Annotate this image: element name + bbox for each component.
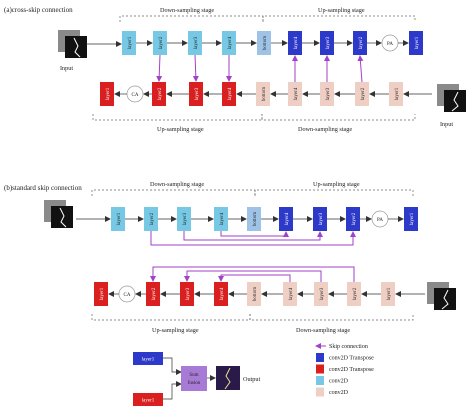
- sum-fusion-block: [181, 366, 207, 391]
- b-row1-block-4-label: layer4: [220, 212, 225, 225]
- a-row2-block-3-label: layer2: [158, 87, 163, 100]
- legend-swatch-3: [316, 365, 324, 374]
- b-row2-block-10-label: layer1: [387, 287, 392, 300]
- down-stage-label-bottom-b: Down-sampling stage: [296, 327, 350, 334]
- a-row1-block-2-label: layer2: [159, 36, 164, 49]
- a-skip-down-2: [195, 55, 196, 81]
- up-stage-label-bottom-b: Up-sampling stage: [152, 327, 199, 334]
- a-skip-down-1: [159, 55, 160, 81]
- down-stage-label-a: Down-sampling stage: [160, 7, 214, 14]
- input-image-left-a: [58, 30, 87, 58]
- down-stage-label-b: Down-sampling stage: [150, 181, 204, 188]
- a-row2-block-1-label: layer1: [106, 87, 111, 100]
- up-stage-bracket-a: [263, 16, 415, 22]
- a-row1-block-1-label: layer1: [128, 36, 133, 49]
- b-row1-block-6-label: layer4: [285, 212, 290, 225]
- a-row2-ca-circle-label: CA: [132, 93, 139, 98]
- input-label-right-a: Input: [440, 121, 453, 128]
- legend-swatch-5: [316, 388, 324, 397]
- legend-swatch-2: [316, 353, 324, 362]
- a-row1-block-3-label: layer3: [194, 36, 199, 49]
- b-row1-block-1-label: layer1: [117, 212, 122, 225]
- panel-a-title: (a)cross-skip connection: [4, 6, 73, 14]
- b-row1-pa-circle-label: PA: [377, 218, 383, 223]
- up-stage-bracket-bottom-a: [93, 114, 262, 120]
- a-row2-block-9-label: layer2: [361, 87, 366, 100]
- a-skip-up-3: [360, 56, 362, 82]
- output-image: [216, 366, 240, 390]
- b-skip-3: [151, 231, 353, 245]
- b-skip-1: [221, 231, 286, 236]
- legend-label-4: conv2D: [329, 379, 349, 385]
- legend: Skip connection conv2D Transpose conv2D Tr…: [316, 344, 374, 396]
- b-row1-block-5-label: bottom: [253, 212, 258, 226]
- fusion-bottom-block-label: layer1: [142, 399, 155, 404]
- b-row2-block-5-label: layer4: [220, 287, 225, 300]
- input-image-right-b: [427, 282, 456, 310]
- a-row2-block-6-label: bottom: [262, 87, 267, 101]
- sum-fusion-line2: fusion: [188, 381, 201, 386]
- legend-label-5: conv2D: [329, 390, 349, 396]
- b-row2-block-3-label: layer2: [152, 287, 157, 300]
- b-skip-5: [187, 271, 321, 282]
- a-row2-block-7-label: layer4: [294, 87, 299, 100]
- b-row1-block-3-label: layer3: [183, 212, 188, 225]
- output-label: Output: [243, 376, 260, 383]
- a-row2-block-5-label: layer4: [228, 87, 233, 100]
- down-stage-bracket-bottom-b: [250, 314, 413, 320]
- up-stage-bracket-b: [255, 190, 413, 196]
- a-row1-block-8-label: layer2: [359, 36, 364, 49]
- a-row1-block-4-label: layer4: [228, 36, 233, 49]
- b-row2-block-8-label: layer3: [320, 287, 325, 300]
- legend-swatch-4: [316, 376, 324, 385]
- a-row2-block-10-label: layer1: [395, 87, 400, 100]
- b-row1-block-7-label: layer3: [319, 212, 324, 225]
- fusion-top-block-label: layer1: [142, 358, 155, 363]
- b-row2-block-4-label: layer3: [186, 287, 191, 300]
- a-row2-block-8-label: layer3: [326, 87, 331, 100]
- a-row1-block-7-label: layer3: [326, 36, 331, 49]
- input-image-left-b: [44, 200, 73, 228]
- a-row1-block-5-label: bottom: [263, 36, 268, 50]
- b-row2-ca-circle-label: CA: [124, 293, 131, 298]
- fusion-arrow-bottom: [163, 384, 181, 399]
- input-label-left-a: Input: [60, 65, 73, 72]
- up-stage-bracket-bottom-b: [92, 314, 250, 320]
- panel-b-title: (b)standard skip connection: [4, 184, 82, 192]
- a-row2-block-4-label: layer3: [195, 87, 200, 100]
- legend-label-1: Skip connection: [329, 344, 368, 350]
- b-row2-block-6-label: bottom: [253, 287, 258, 301]
- down-stage-bracket-a: [120, 16, 263, 22]
- legend-label-2: conv2D Transpose: [329, 356, 374, 362]
- b-row2-block-1-label: layer1: [100, 287, 105, 300]
- b-row1-block-2-label: layer2: [150, 212, 155, 225]
- up-stage-label-bottom-a: Up-sampling stage: [157, 126, 204, 133]
- down-stage-bracket-bottom-a: [262, 114, 415, 120]
- a-row1-block-6-label: layer4: [294, 36, 299, 49]
- sum-fusion-line1: Sum: [189, 373, 198, 378]
- b-row2-block-7-label: layer4: [289, 287, 294, 300]
- up-stage-label-b: Up-sampling stage: [313, 181, 360, 188]
- down-stage-label-bottom-a: Down-sampling stage: [298, 126, 352, 133]
- a-row1-pa-circle-label: PA: [387, 42, 393, 47]
- input-image-right-a: [437, 84, 466, 112]
- a-row1-block-10-label: layer1: [415, 36, 420, 49]
- b-row2-block-9-label: layer2: [353, 287, 358, 300]
- b-row1-block-8-label: layer2: [352, 212, 357, 225]
- down-stage-bracket-b: [92, 190, 255, 196]
- b-row1-block-10-label: layer1: [410, 212, 415, 225]
- up-stage-label-a: Up-sampling stage: [318, 7, 365, 14]
- b-skip-4: [221, 275, 290, 282]
- fusion-arrow-top: [163, 358, 181, 372]
- legend-label-3: conv2D Transpose: [329, 367, 374, 373]
